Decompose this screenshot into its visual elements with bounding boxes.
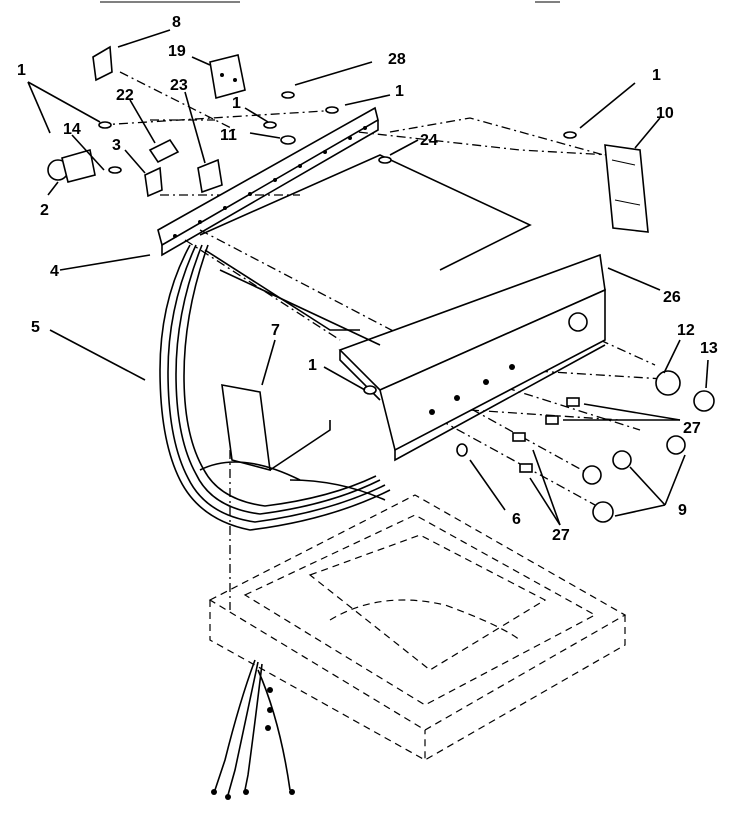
cabinet-top-outline [208, 494, 627, 762]
control-panel [338, 253, 606, 462]
callout-8: 8 [172, 14, 181, 31]
callout-24: 24 [420, 132, 438, 149]
callout-19: 19 [168, 43, 186, 60]
callout-labels: 8 19 28 1 1 1 1 1 10 22 23 14 3 11 24 2 … [17, 14, 718, 544]
callout-26: 26 [663, 289, 681, 306]
timer [47, 148, 96, 183]
callout-4: 4 [50, 263, 59, 280]
callout-22: 22 [116, 87, 134, 104]
callout-10: 10 [656, 105, 674, 122]
callout-23: 23 [170, 77, 188, 94]
callout-1-upper-right: 1 [395, 83, 404, 100]
callout-14: 14 [63, 121, 81, 138]
callout-2: 2 [40, 202, 49, 219]
callout-13: 13 [700, 340, 718, 357]
switch-3 [144, 166, 163, 198]
callout-27-upper: 27 [683, 420, 701, 437]
end-cap-10 [604, 144, 649, 233]
alignment-lines [99, 71, 681, 610]
callout-7: 7 [271, 322, 280, 339]
cover-plate [221, 384, 331, 472]
switch-19 [209, 54, 246, 100]
callout-1-lower: 1 [308, 357, 317, 374]
screws [98, 91, 577, 457]
connector-23 [197, 158, 223, 194]
callout-12: 12 [677, 322, 695, 339]
rear-frame [199, 154, 532, 346]
clip-22 [148, 138, 180, 164]
callout-3: 3 [112, 137, 121, 154]
leader-lines [27, 29, 709, 526]
callout-9: 9 [678, 502, 687, 519]
callout-5: 5 [31, 319, 40, 336]
switch-bracket-8 [92, 45, 113, 82]
callout-1-middle: 1 [232, 95, 241, 112]
callout-11: 11 [220, 127, 237, 144]
console-bracket [157, 106, 379, 257]
callout-28: 28 [388, 51, 406, 68]
callout-6: 6 [512, 511, 521, 528]
wiring-harness [159, 244, 391, 531]
spacers-27 [512, 397, 580, 473]
lower-harness [211, 659, 295, 800]
callout-1-far-right: 1 [652, 67, 661, 84]
callout-27-lower: 27 [552, 527, 570, 544]
knobs [582, 370, 715, 523]
callout-1-left: 1 [17, 62, 26, 79]
